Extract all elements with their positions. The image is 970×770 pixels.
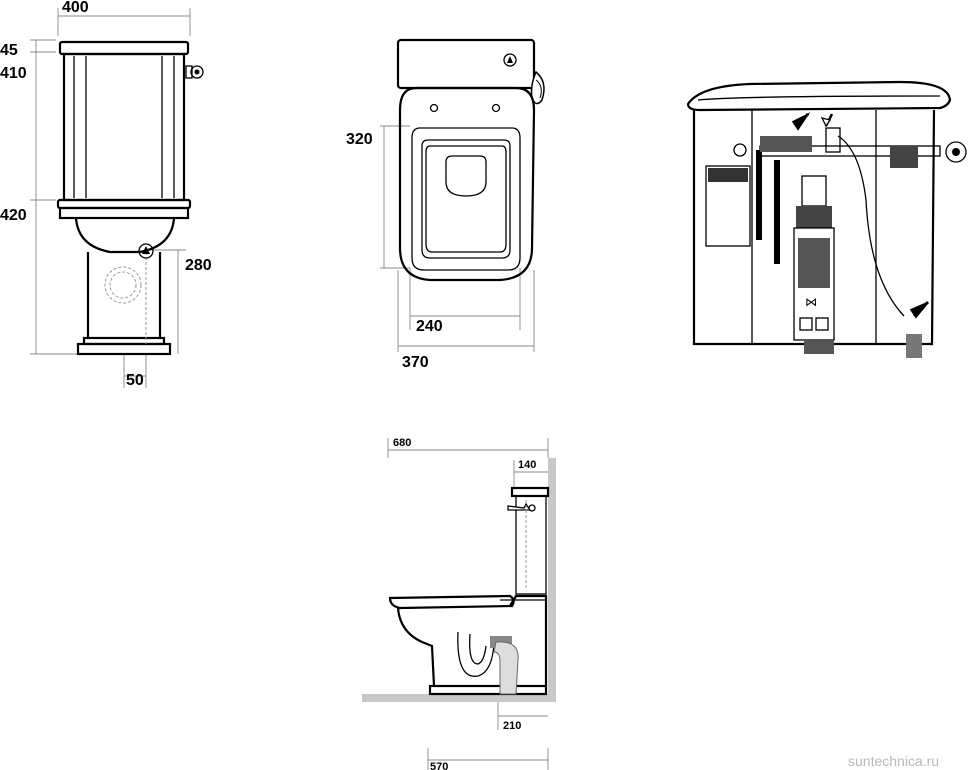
bowl-height-label: 420 bbox=[0, 207, 27, 224]
outlet-width-label: 50 bbox=[126, 372, 144, 389]
flush-lever-icon bbox=[507, 502, 536, 512]
arrow-icon bbox=[909, 300, 930, 319]
outlet-offset-label: 210 bbox=[503, 720, 521, 732]
tank-height-label: 410 bbox=[0, 65, 27, 82]
inner-width-label: 240 bbox=[416, 318, 443, 335]
seat-depth-label: 320 bbox=[346, 131, 373, 148]
total-depth-label: 680 bbox=[393, 437, 411, 449]
side-view: 680 140 210 570 bbox=[362, 437, 556, 770]
base-depth-label: 570 bbox=[430, 761, 448, 770]
arrow-icon bbox=[791, 112, 811, 131]
outlet-height-label: 280 bbox=[185, 257, 212, 274]
top-view: 320 240 370 bbox=[346, 38, 545, 371]
flush-button-icon bbox=[138, 243, 154, 259]
lid-height-label: 45 bbox=[0, 42, 18, 59]
tank-depth-label: 140 bbox=[518, 459, 536, 471]
wall bbox=[548, 458, 556, 702]
floor bbox=[362, 694, 556, 702]
flush-lever-icon bbox=[530, 70, 545, 105]
tank-cutaway-view: ⋈ bbox=[686, 80, 967, 358]
flush-button-icon bbox=[503, 53, 517, 67]
front-view: 400 45 410 420 280 50 bbox=[0, 0, 212, 389]
svg-text:⋈: ⋈ bbox=[805, 295, 817, 309]
width-label: 400 bbox=[62, 0, 89, 16]
outer-width-label: 370 bbox=[402, 354, 429, 371]
flush-lever-icon bbox=[185, 65, 204, 79]
watermark: suntechnica.ru bbox=[848, 753, 939, 769]
arrow-icon bbox=[820, 113, 834, 128]
